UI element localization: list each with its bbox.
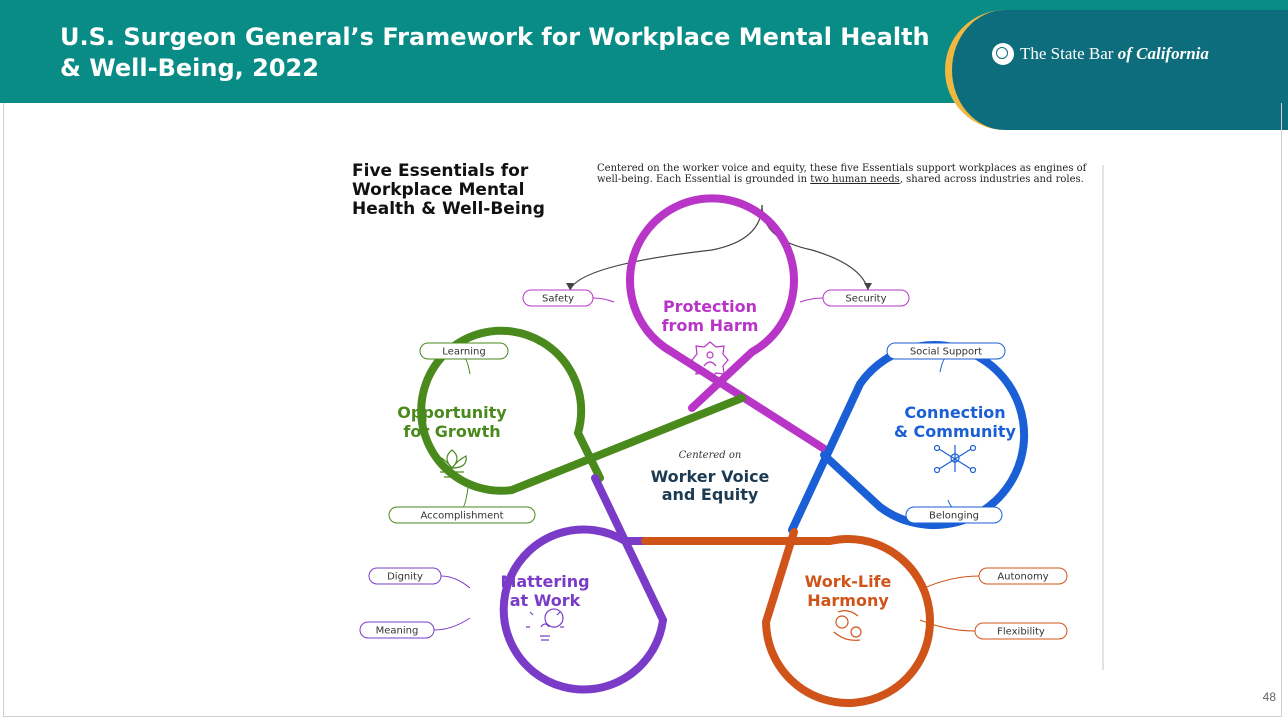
description-brace [569, 204, 869, 291]
need-connector [440, 575, 471, 589]
need-pill [822, 289, 910, 307]
logo-band [945, 10, 1288, 130]
state-bar-seal-icon [992, 43, 1014, 65]
need-connector [463, 357, 471, 375]
brace-arrow-right-icon [864, 283, 872, 290]
figure-description: Centered on the worker voice and equity,… [597, 163, 1087, 185]
lightbulb-icon [526, 608, 564, 641]
gears-icon [833, 610, 862, 641]
need-connector [939, 357, 947, 373]
worklife-loop [641, 528, 934, 707]
need-pill [419, 342, 509, 360]
need-label-belonging: Belonging [929, 511, 979, 522]
state-bar-logo-text: The State Bar of California [1020, 44, 1209, 63]
need-pill [359, 621, 435, 639]
need-pill [978, 567, 1068, 585]
need-label-dignity: Dignity [387, 572, 423, 583]
need-connector [461, 487, 469, 509]
need-pill [522, 289, 594, 307]
lotus-icon [437, 449, 467, 478]
need-connector [433, 617, 471, 631]
need-label-security: Security [845, 294, 886, 305]
center-small-label: Centered on [679, 450, 742, 461]
slide-title: U.S. Surgeon General’s Framework for Wor… [60, 23, 930, 82]
brace-arrow-left-icon [566, 283, 574, 290]
need-label-safety: Safety [542, 294, 574, 305]
network-icon [933, 444, 977, 474]
need-pill [905, 506, 1003, 524]
need-pill [974, 622, 1068, 640]
need-pill [886, 342, 1006, 360]
need-connector [592, 297, 615, 303]
figure-title: Five Essentials for Workplace Mental Hea… [352, 161, 545, 219]
need-label-social-support: Social Support [910, 347, 982, 358]
slide-number: 48 [1262, 690, 1276, 704]
need-label-flexibility: Flexibility [997, 627, 1045, 638]
need-pill [368, 567, 442, 585]
need-label-learning: Learning [442, 347, 485, 358]
need-connector [919, 619, 976, 632]
need-label-accomplishment: Accomplishment [420, 511, 503, 522]
need-label-autonomy: Autonomy [997, 572, 1048, 583]
need-connector [799, 297, 824, 303]
figure-divider [1102, 165, 1104, 670]
connection-title: Connection& Community [894, 403, 1017, 441]
shield-person-icon [691, 341, 729, 379]
center-line2: and Equity [662, 485, 759, 504]
protection-loop [626, 194, 830, 454]
need-label-meaning: Meaning [376, 626, 419, 637]
need-connector [919, 575, 980, 591]
center-line1: Worker Voice [651, 467, 770, 486]
need-pill [388, 506, 536, 524]
mattering-loop [499, 474, 744, 694]
slide-border [3, 103, 1282, 717]
